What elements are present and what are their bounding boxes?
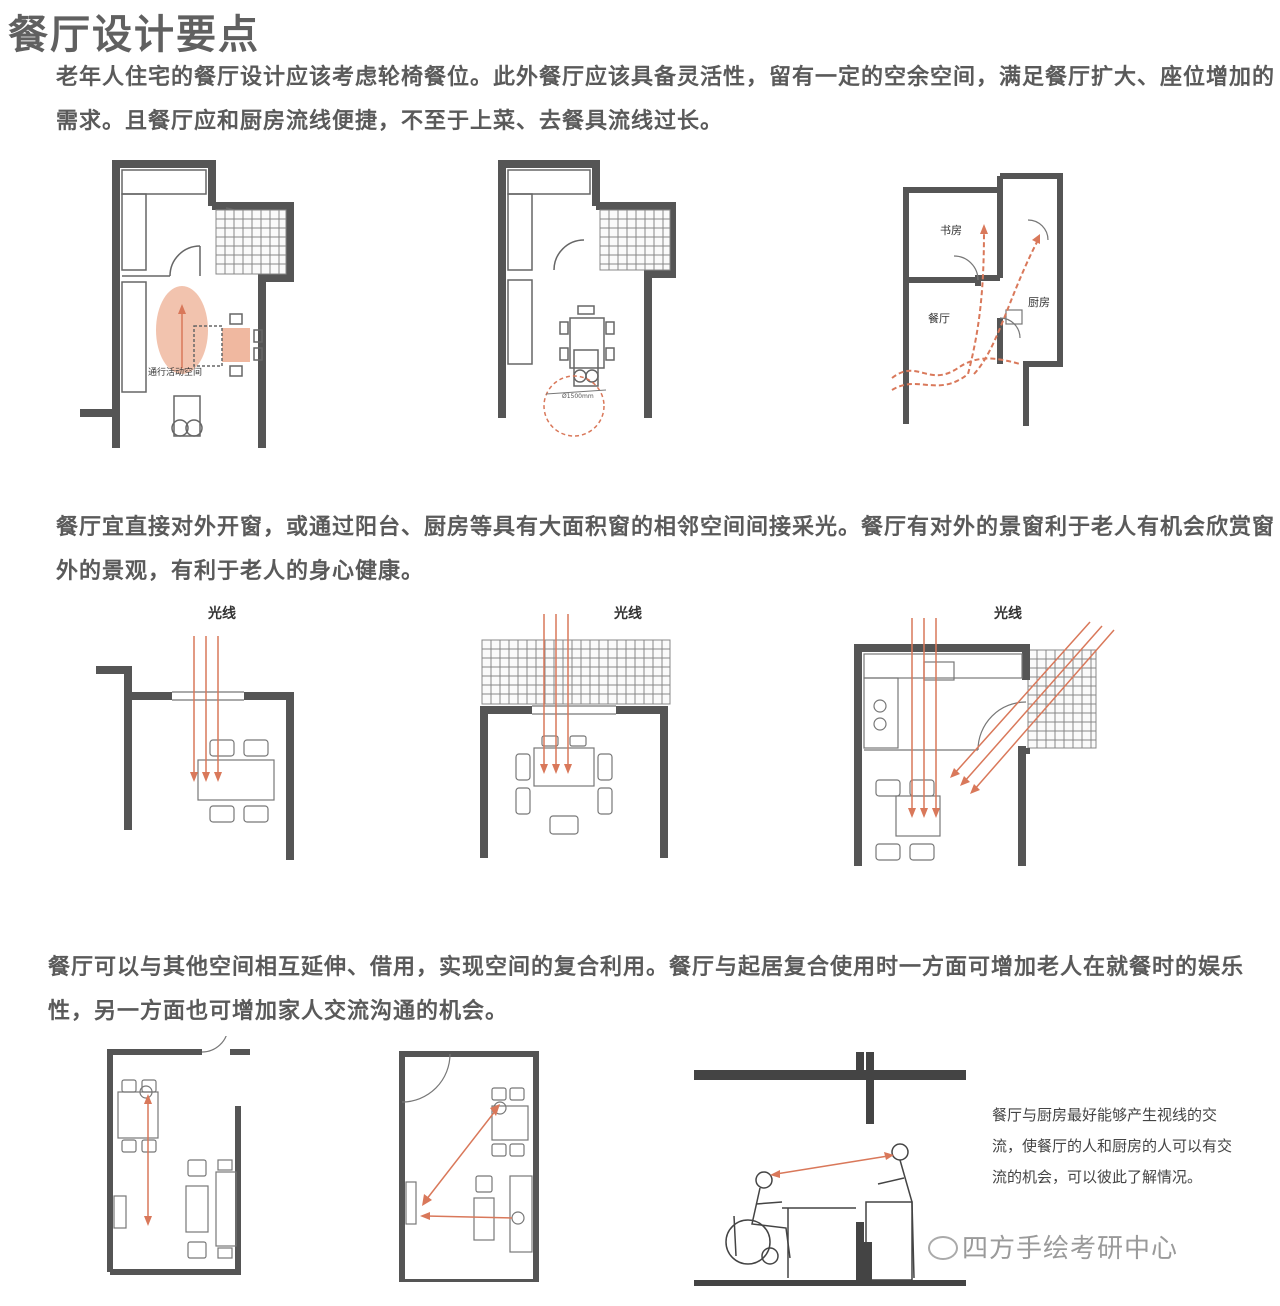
plan-living-dining bbox=[107, 1036, 250, 1275]
kitchen-label: 厨房 bbox=[1028, 296, 1050, 309]
study-label: 书房 bbox=[940, 224, 962, 237]
page-title: 餐厅设计要点 bbox=[8, 12, 260, 58]
plan-dining-diagonal bbox=[399, 1051, 539, 1282]
paragraph-shared-space: 餐厅可以与其他空间相互延伸、借用，实现空间的复合利用。餐厅与起居复合使用时一方面… bbox=[48, 955, 1245, 1024]
plan-direct-window: 光线 bbox=[96, 605, 294, 860]
plan-balcony-light: 光线 bbox=[480, 605, 671, 858]
activity-space-label: 通行活动空间 bbox=[148, 366, 202, 378]
wechat-icon bbox=[928, 1236, 958, 1260]
section-note: 餐厅与厨房最好能够产生视线的交流，使餐厅的人和厨房的人可以有交流的机会，可以彼此… bbox=[992, 1106, 1233, 1186]
light-label-3: 光线 bbox=[993, 605, 1022, 622]
paragraph-lighting: 餐厅宜直接对外开窗，或通过阳台、厨房等具有大面积窗的相邻空间间接采光。餐厅有对外… bbox=[56, 515, 1276, 584]
plan-turning-circle: Ø1500mm bbox=[498, 160, 676, 437]
turning-circle-label: Ø1500mm bbox=[562, 393, 594, 400]
plan-kitchen-light: 光线 bbox=[854, 605, 1115, 866]
light-label-1: 光线 bbox=[207, 605, 236, 622]
light-label-2: 光线 bbox=[613, 605, 642, 622]
plan-wheelchair-space: 通行活动空间 bbox=[80, 160, 294, 448]
section-kitchen-view bbox=[694, 1052, 966, 1286]
paragraph-wheelchair: 老年人住宅的餐厅设计应该考虑轮椅餐位。此外餐厅应该具备灵活性，留有一定的空余空间… bbox=[56, 65, 1276, 134]
watermark: 四方手绘考研中心 bbox=[962, 1234, 1179, 1264]
dining-label: 餐厅 bbox=[928, 311, 950, 325]
plan-circulation: 书房 餐厅 厨房 bbox=[891, 173, 1063, 426]
